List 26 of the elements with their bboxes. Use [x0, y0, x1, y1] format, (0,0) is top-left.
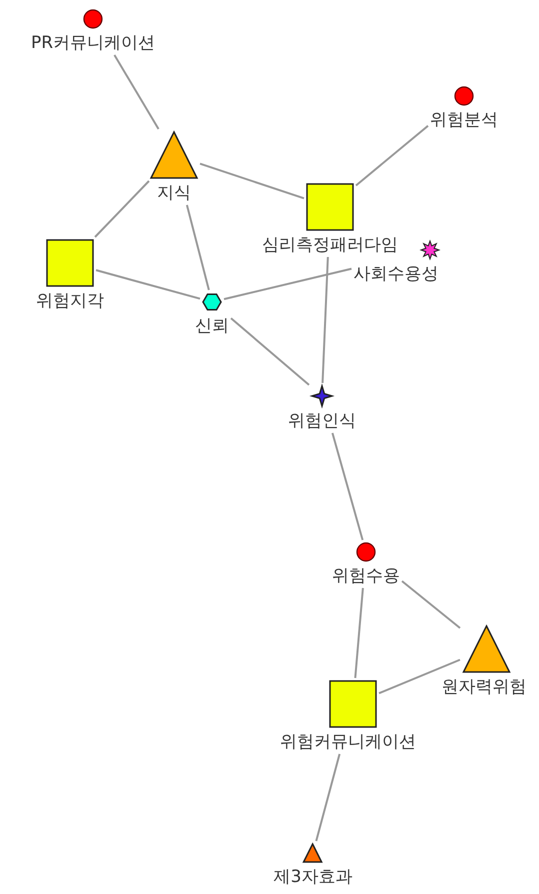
connector-line	[186, 204, 210, 290]
node-label: 심리측정패러다임	[262, 235, 398, 255]
node-label: 제3자효과	[274, 867, 352, 887]
node-label: 신뢰	[195, 316, 229, 336]
node-label: 사회수용성	[354, 264, 438, 284]
connector-line	[230, 317, 310, 386]
node-label: 위험수용	[332, 566, 400, 586]
connector-line	[401, 580, 461, 629]
node-label: 원자력위험	[442, 677, 526, 697]
connector-line	[315, 754, 341, 842]
connector-line	[114, 54, 160, 130]
node-label: 위험분석	[430, 110, 498, 130]
node-label: PR커뮤니케이션	[30, 33, 156, 53]
connector-line	[224, 268, 352, 300]
node-label: 위험인식	[288, 411, 356, 431]
node-label: 위험커뮤니케이션	[280, 732, 416, 752]
connector-line	[322, 256, 329, 384]
node-label: 위험지각	[36, 291, 104, 311]
connector-line	[96, 269, 200, 300]
connector-line	[354, 588, 364, 678]
connector-line	[94, 180, 150, 238]
connector-line	[200, 162, 304, 200]
connector-line	[355, 125, 429, 186]
connector-line	[378, 658, 460, 694]
connector-line	[331, 432, 364, 540]
node-label: 지식	[157, 183, 191, 203]
